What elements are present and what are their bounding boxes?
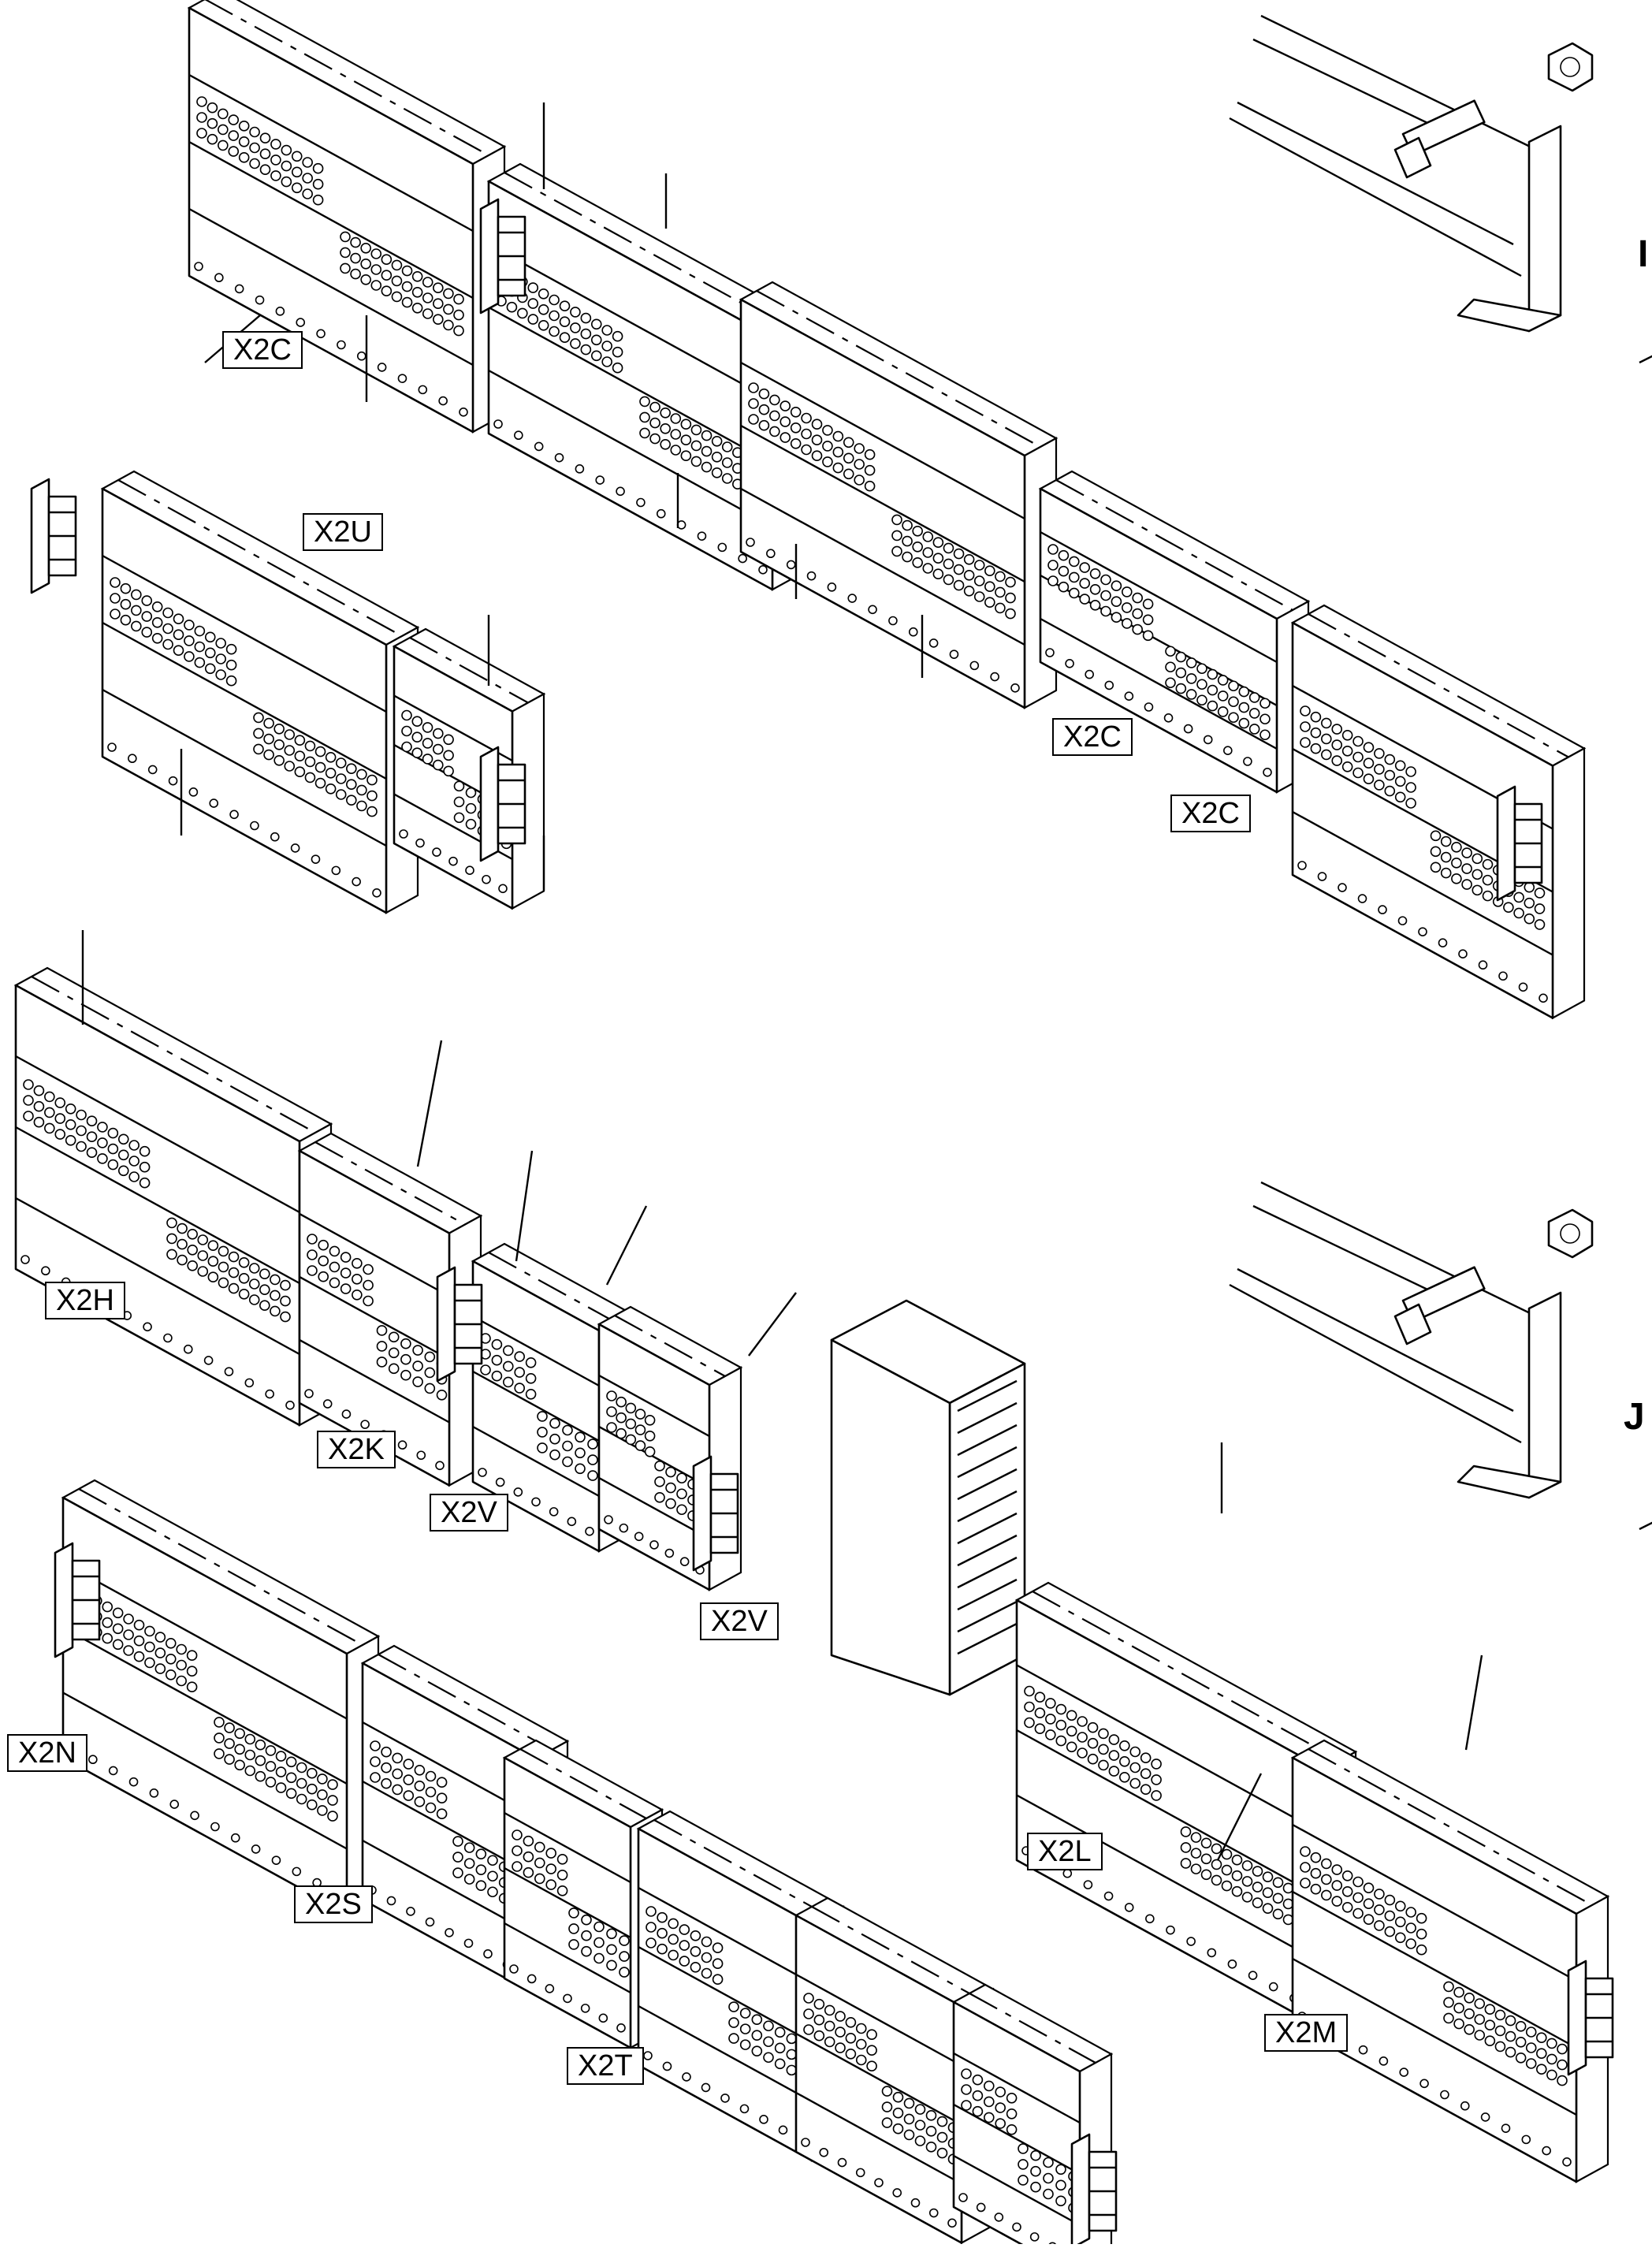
leader-line — [1464, 1654, 1483, 1751]
label-x2h: X2H — [45, 1282, 125, 1319]
label-x2k: X2K — [317, 1431, 396, 1468]
label-x2v-b: X2V — [700, 1602, 779, 1640]
label-x2c-mid: X2C — [1052, 718, 1133, 756]
cable-duct-slot — [957, 1622, 1018, 1655]
cable-duct-slot — [957, 1401, 1018, 1435]
end-clamp-bottom — [1070, 2133, 1118, 2248]
cable-duct-slot — [957, 1379, 1018, 1412]
din-rail-bracket-i — [1229, 14, 1652, 364]
leader-line — [416, 1040, 443, 1167]
cable-duct-slot — [957, 1534, 1018, 1567]
module-block-top-center-right — [739, 281, 1059, 709]
din-rail-bracket-j — [1229, 1181, 1652, 1531]
module-block-x2m — [1290, 1739, 1610, 2183]
leader-line — [1216, 1773, 1263, 1861]
leader-line — [605, 1205, 648, 1286]
cable-duct-slot — [957, 1446, 1018, 1479]
marker-i: I — [1638, 233, 1649, 275]
label-x2u: X2U — [303, 513, 383, 551]
label-x2c-right: X2C — [1170, 795, 1251, 832]
end-clamp-x2v-b — [692, 1455, 739, 1572]
cable-duct-slot — [957, 1490, 1018, 1523]
cable-duct-front — [830, 1338, 951, 1696]
end-clamp-x2v — [436, 1266, 483, 1383]
cable-duct-slot — [957, 1512, 1018, 1545]
end-clamp-x2m — [1567, 1960, 1614, 2076]
label-x2t: X2T — [567, 2047, 644, 2085]
leader-line — [515, 1150, 534, 1262]
terminal-strip-mid-right — [1038, 470, 1311, 794]
module-block-x2c-right — [1290, 604, 1587, 1020]
module-block-x2n — [61, 1479, 381, 1915]
end-clamp-mid — [479, 746, 526, 862]
cable-duct-slot — [957, 1424, 1018, 1457]
module-block-x2k — [297, 1132, 483, 1487]
cable-duct-slot — [957, 1468, 1018, 1501]
module-block-top-left — [187, 0, 507, 434]
leader-line — [748, 1292, 797, 1357]
end-clamp-right — [1496, 785, 1543, 902]
label-x2n: X2N — [7, 1734, 87, 1772]
label-x2v-a: X2V — [430, 1494, 508, 1532]
cable-duct-slot — [957, 1578, 1018, 1611]
end-clamp-top — [479, 198, 526, 314]
end-clamp-left — [30, 478, 77, 594]
label-x2c-top: X2C — [222, 331, 303, 369]
label-x2l: X2L — [1027, 1833, 1103, 1870]
module-block-x2h — [13, 966, 333, 1427]
cable-duct-slot — [957, 1556, 1018, 1589]
label-x2s: X2S — [294, 1885, 373, 1923]
marker-j: J — [1624, 1396, 1645, 1438]
end-clamp-x2n — [54, 1542, 101, 1658]
label-x2m: X2M — [1264, 2014, 1349, 2052]
cable-duct-slot — [957, 1600, 1018, 1633]
